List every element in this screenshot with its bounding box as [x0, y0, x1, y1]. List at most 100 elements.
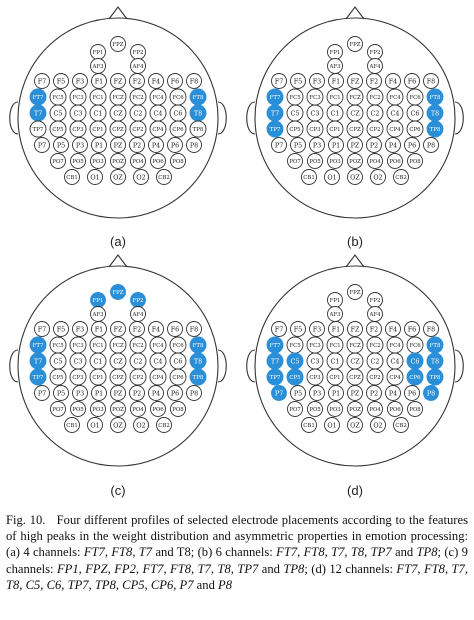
- electrode-cpz: CPZ: [109, 120, 127, 138]
- electrode-ft8: FT8: [189, 88, 207, 106]
- right-ear-shape: [217, 349, 227, 383]
- electrode-label: T7: [34, 357, 42, 365]
- electrode-label: P8: [427, 389, 435, 397]
- electrode-t8: T8: [189, 352, 207, 370]
- electrode-label: C2: [371, 357, 380, 365]
- electrode-label: FT8: [193, 343, 204, 349]
- electrode-label: F7: [38, 325, 47, 333]
- electrode-poz: POZ: [110, 153, 126, 169]
- electrode-label: FC6: [409, 95, 421, 101]
- head-outline: [17, 265, 219, 467]
- electrode-t8: T8: [426, 104, 444, 122]
- electrode-cpz: CPZ: [346, 120, 364, 138]
- electrode-cp6: CP6: [169, 120, 187, 138]
- electrode-label: C6: [174, 357, 183, 365]
- electrode-label: F4: [389, 325, 398, 333]
- electrode-label: PO5: [309, 407, 321, 413]
- electrode-label: FC5: [289, 95, 301, 101]
- electrode-label: PO3: [92, 159, 104, 165]
- electrode-f2: F2: [366, 73, 382, 89]
- electrode-label: P6: [171, 141, 179, 149]
- electrode-t7: T7: [266, 352, 284, 370]
- electrode-label: PZ: [114, 389, 123, 397]
- electrode-fc3: FC3: [306, 88, 324, 106]
- electrode-poz: POZ: [347, 401, 363, 417]
- electrode-fp2: FP2: [130, 292, 146, 308]
- electrode-label: AF3: [91, 64, 104, 70]
- electrode-fp1: FP1: [90, 44, 106, 60]
- electrode-c1: C1: [89, 104, 107, 122]
- electrode-label: FC5: [52, 95, 64, 101]
- electrode-label: F3: [313, 325, 322, 333]
- electrode-label: FT7: [33, 343, 44, 349]
- electrode-label: FT7: [270, 95, 281, 101]
- electrode-label: CB1: [303, 423, 315, 429]
- electrode-f3: F3: [72, 321, 88, 337]
- caption-d-last: P8: [218, 577, 233, 592]
- electrode-label: PZ: [114, 141, 123, 149]
- electrode-label: CZ: [113, 109, 123, 117]
- electrode-label: PO4: [132, 407, 144, 413]
- electrode-label: FC5: [52, 343, 64, 349]
- electrode-f4: F4: [385, 321, 401, 337]
- electrode-p6: P6: [167, 137, 183, 153]
- electrode-label: C3: [311, 109, 320, 117]
- electrode-label: P7: [38, 389, 46, 397]
- caption-a-last: T8: [176, 545, 191, 560]
- electrode-label: F2: [133, 77, 142, 85]
- caption-a-and: and: [152, 545, 177, 560]
- electrode-po4: PO4: [130, 153, 146, 169]
- electrode-fc5: FC5: [49, 88, 67, 106]
- electrode-o1: O1: [87, 169, 103, 185]
- electrode-f2: F2: [129, 73, 145, 89]
- electrode-fcz: FCZ: [346, 336, 364, 354]
- electrode-p5: P5: [53, 137, 69, 153]
- electrode-label: CB2: [158, 423, 170, 429]
- electrode-p5: P5: [290, 137, 306, 153]
- electrode-label: FP2: [370, 50, 381, 56]
- electrode-po4: PO4: [130, 401, 146, 417]
- electrode-cp3: CP3: [69, 120, 87, 138]
- electrode-label: F7: [38, 77, 47, 85]
- electrode-label: F8: [190, 77, 199, 85]
- electrode-label: T8: [431, 109, 439, 117]
- electrode-label: O2: [373, 421, 382, 429]
- electrode-label: PO5: [309, 159, 321, 165]
- electrode-p3: P3: [309, 137, 325, 153]
- electrode-label: C6: [174, 109, 183, 117]
- electrode-c2: C2: [366, 352, 384, 370]
- electrode-fc2: FC2: [129, 88, 147, 106]
- electrode-cp1: CP1: [89, 120, 107, 138]
- electrode-label: T7: [34, 109, 42, 117]
- electrode-label: P3: [76, 389, 84, 397]
- electrode-oz: OZ: [110, 169, 126, 185]
- nose-shape: [345, 6, 365, 20]
- electrode-p4: P4: [148, 385, 164, 401]
- electrode-label: F4: [152, 77, 161, 85]
- electrode-label: C6: [411, 109, 420, 117]
- electrode-label: FC3: [309, 343, 321, 349]
- electrode-fc4: FC4: [386, 88, 404, 106]
- electrode-label: FC6: [409, 343, 421, 349]
- electrode-fp1: FP1: [327, 292, 343, 308]
- electrode-cb2: CB2: [156, 169, 172, 185]
- electrode-label: FP1: [330, 50, 341, 56]
- electrode-label: FT8: [430, 95, 441, 101]
- electrode-label: P4: [389, 389, 397, 397]
- electrode-label: OZ: [113, 421, 123, 429]
- electrode-pz: PZ: [110, 385, 126, 401]
- electrode-label: P8: [427, 141, 435, 149]
- electrode-label: FC5: [289, 343, 301, 349]
- head-outline: [254, 17, 456, 219]
- caption-c-and: and: [258, 561, 284, 576]
- electrode-label: CP6: [172, 127, 184, 133]
- electrode-label: FC2: [132, 343, 143, 349]
- caption-b-last: TP8: [416, 545, 438, 560]
- electrode-label: CP2: [132, 375, 143, 381]
- electrode-label: AF4: [131, 312, 144, 318]
- electrode-label: F3: [313, 77, 322, 85]
- electrode-oz: OZ: [110, 417, 126, 433]
- electrode-cp1: CP1: [326, 120, 344, 138]
- electrode-c6: C6: [169, 104, 187, 122]
